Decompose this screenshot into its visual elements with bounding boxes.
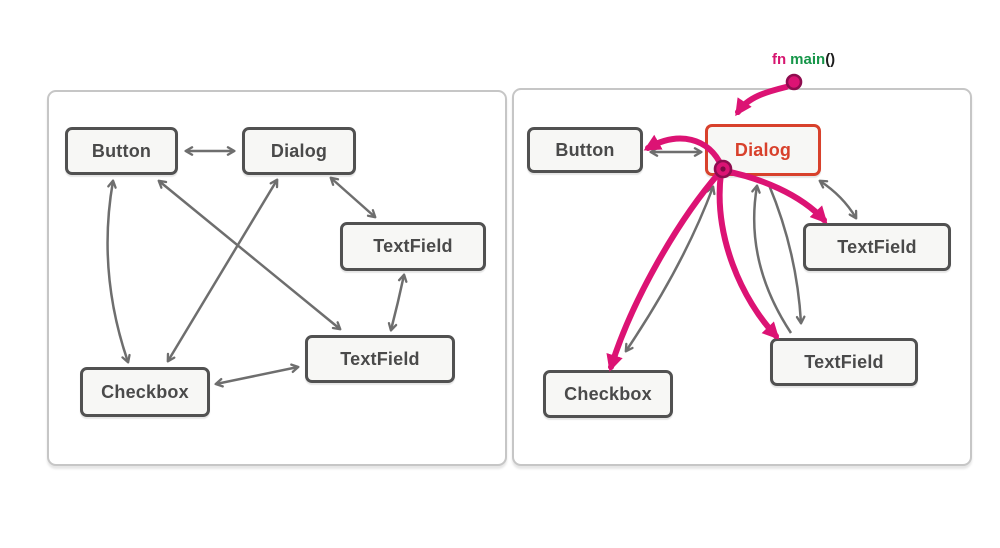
fn-keyword: fn	[772, 51, 787, 68]
node-all-connections-button: Button	[65, 127, 178, 175]
node-dialog-flow-dialog: Dialog	[705, 124, 821, 176]
main-name: main	[790, 51, 826, 68]
node-dialog-flow-textfield1: TextField	[803, 223, 951, 271]
node-dialog-flow-button: Button	[527, 127, 643, 173]
node-all-connections-dialog: Dialog	[242, 127, 356, 175]
node-dialog-flow-textfield2: TextField	[770, 338, 918, 386]
main-call-point	[785, 73, 803, 91]
node-all-connections-textfield1: TextField	[340, 222, 486, 271]
node-dialog-flow-checkbox: Checkbox	[543, 370, 673, 418]
node-all-connections-textfield2: TextField	[305, 335, 455, 383]
node-all-connections-checkbox: Checkbox	[80, 367, 210, 417]
main-parens: ()	[825, 51, 836, 68]
